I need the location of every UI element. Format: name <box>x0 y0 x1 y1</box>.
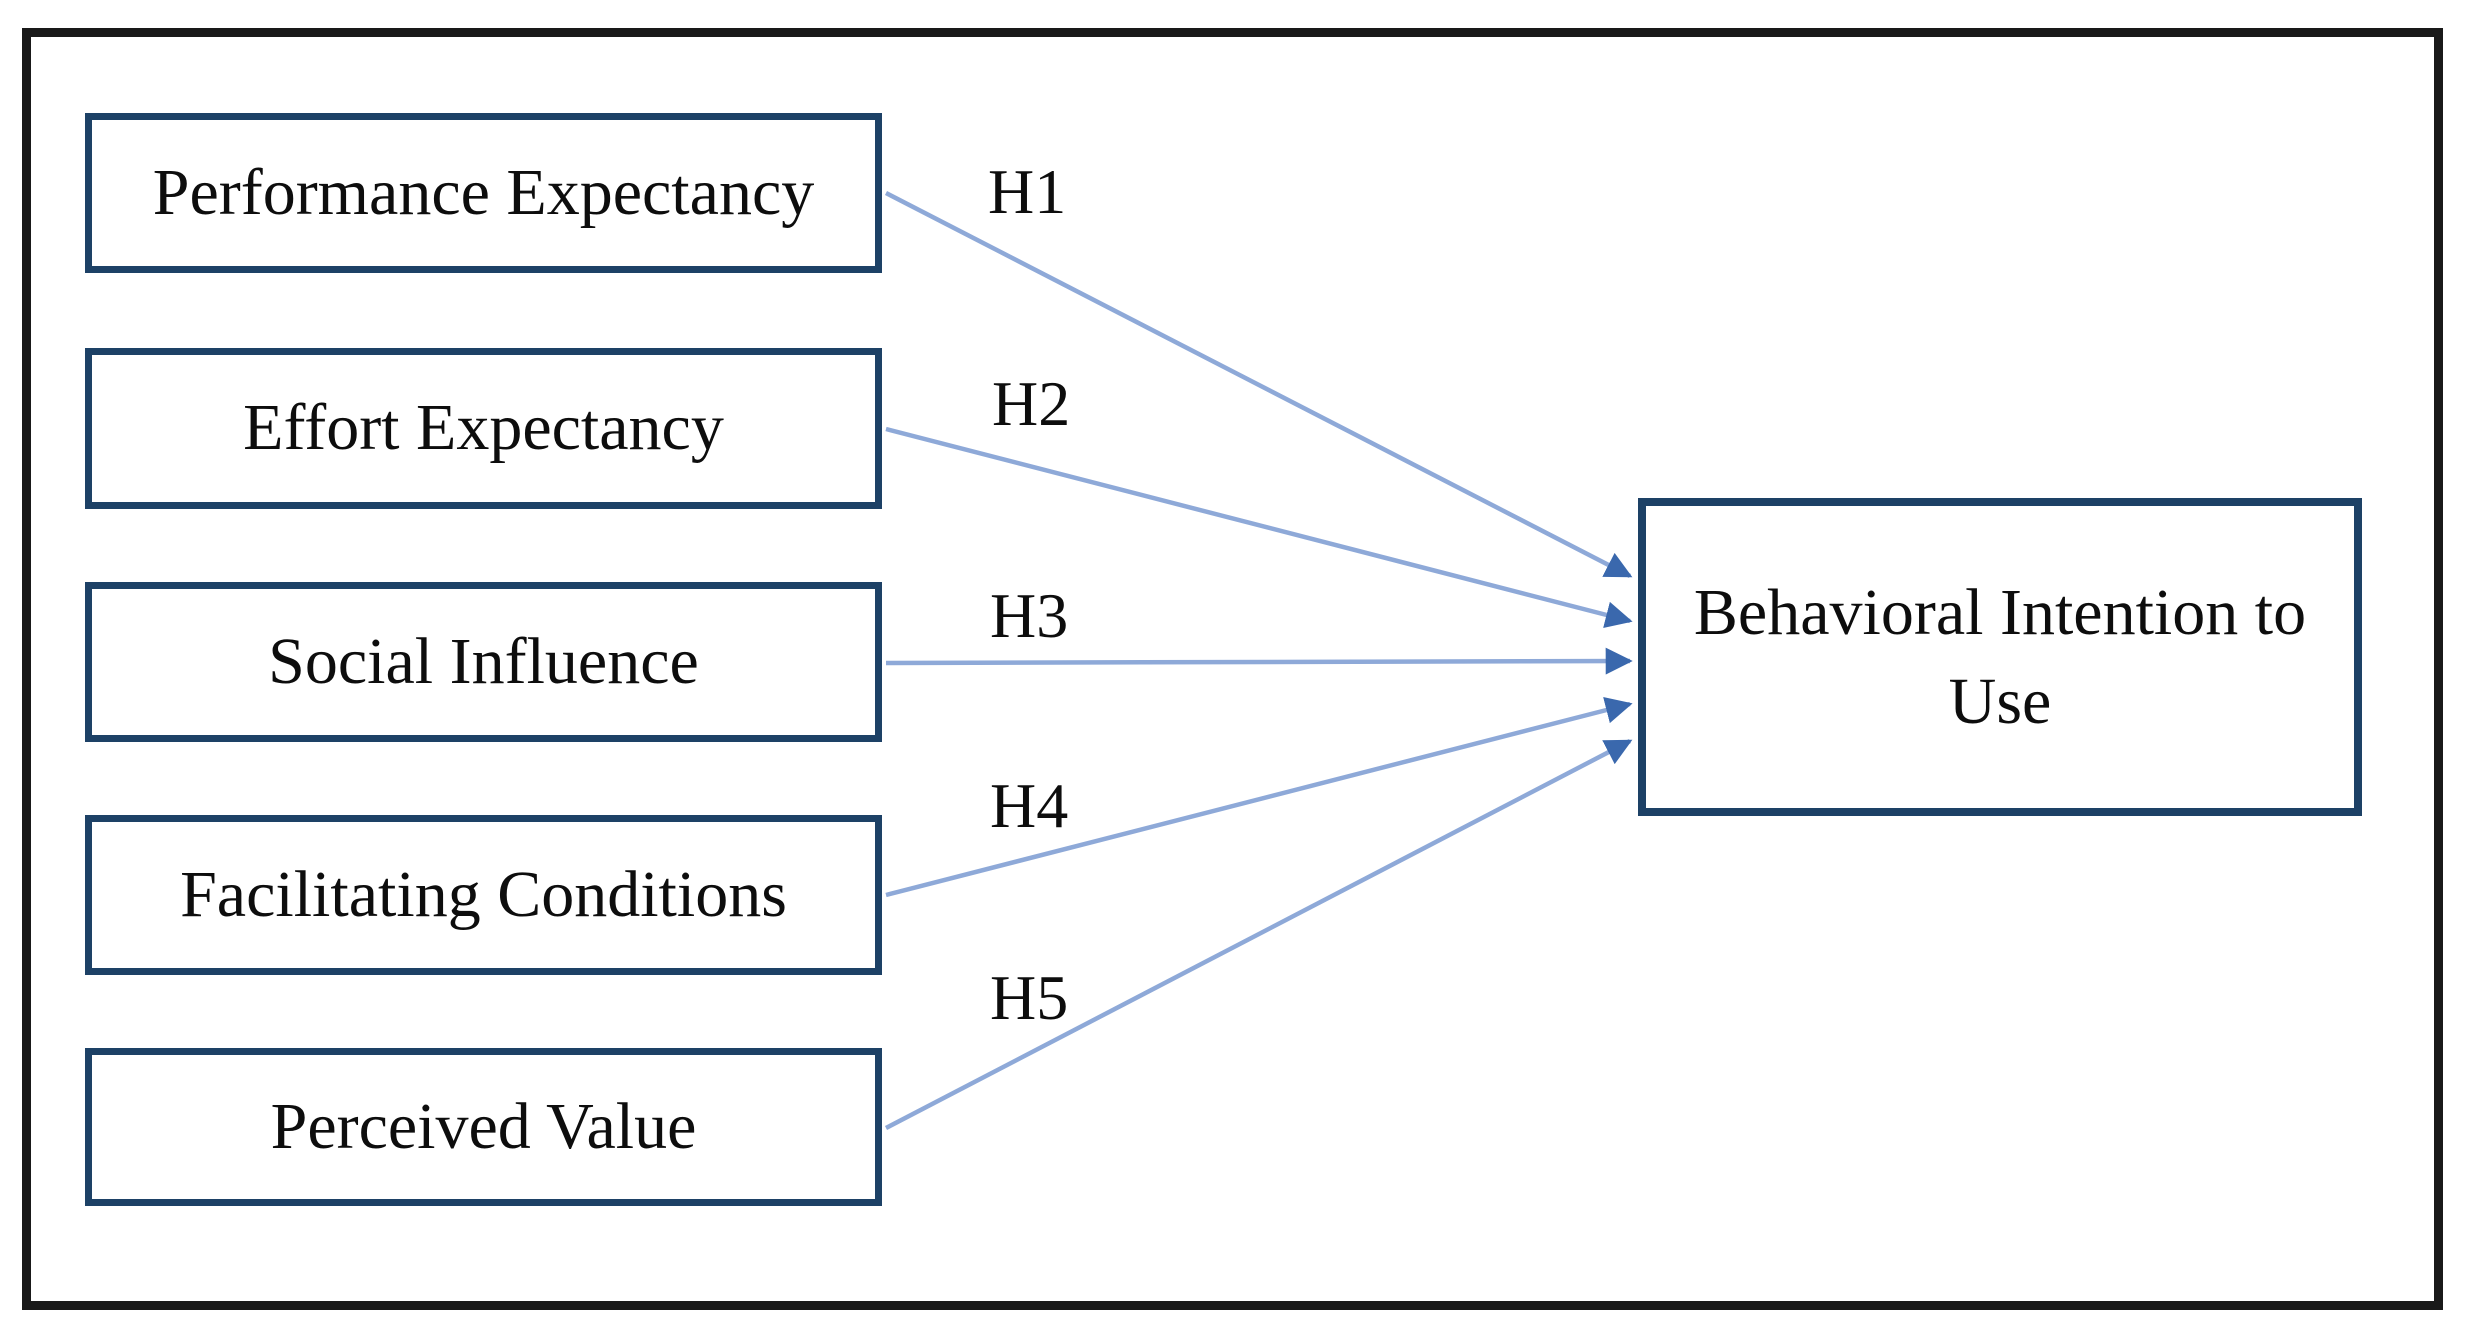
construct-label-effort-expectancy: Effort Expectancy <box>243 391 724 465</box>
construct-label-social-influence: Social Influence <box>268 624 699 698</box>
construct-box-facilitating-conditions: Facilitating Conditions <box>85 815 882 975</box>
construct-box-performance-expectancy: Performance Expectancy <box>85 113 882 273</box>
hypothesis-label-h2: H2 <box>992 368 1071 439</box>
construct-label-perceived-value: Perceived Value <box>270 1089 697 1163</box>
construct-box-social-influence: Social Influence <box>85 582 882 742</box>
outcome-box-behavioral-intention: Behavioral Intention to Use <box>1638 498 2362 816</box>
construct-box-effort-expectancy: Effort Expectancy <box>85 348 882 509</box>
construct-label-facilitating-conditions: Facilitating Conditions <box>180 857 787 931</box>
hypothesis-label-h4: H4 <box>990 770 1069 841</box>
hypothesis-label-h5: H5 <box>990 962 1069 1033</box>
outcome-label-behavioral-intention: Behavioral Intention to Use <box>1693 575 2307 738</box>
construct-label-performance-expectancy: Performance Expectancy <box>152 155 815 229</box>
hypothesis-label-h3: H3 <box>990 580 1069 651</box>
hypothesis-label-h1: H1 <box>988 156 1067 227</box>
construct-box-perceived-value: Perceived Value <box>85 1048 882 1206</box>
